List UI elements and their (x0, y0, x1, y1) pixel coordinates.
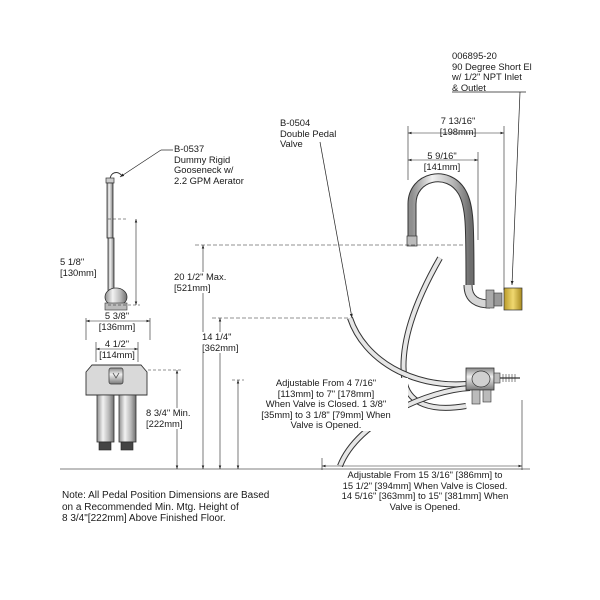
callout-pedal-valve: B-0504 Double Pedal Valve (280, 117, 337, 150)
dim-height-20-1-2: 20 1/2" Max. [521mm] (174, 271, 227, 294)
dim-height-5-1-8: 5 1/8" [130mm] (60, 256, 97, 278)
pedal-valve-front-view (85, 172, 148, 451)
dim-width-7-13-16: 7 13/16" [198mm] (439, 115, 477, 137)
mounting-note: Note: All Pedal Position Dimensions are … (62, 490, 270, 524)
callout-el-fitting: 006895-20 90 Degree Short El w/ 1/2" NPT… (452, 50, 532, 93)
dim-height-14-1-4: 14 1/4" [362mm] (202, 331, 239, 354)
dim-pedal-reach-adjust: Adjustable From 15 3/16" [386mm] to 15 1… (316, 469, 534, 513)
leader-lines (119, 91, 526, 319)
dimension-lines-right (321, 126, 523, 478)
dim-pedal-height-adjust: Adjustable From 4 7/16" [113mm] to 7" [1… (244, 377, 408, 431)
callout-gooseneck: B-0537 Dummy Rigid Gooseneck w/ 2.2 GPM … (174, 143, 244, 186)
dim-height-8-3-4: 8 3/4" Min. [222mm] (146, 407, 191, 430)
dim-width-4-1-2: 4 1/2" [114mm] (99, 338, 135, 360)
dim-width-5-9-16: 5 9/16" [141mm] (423, 150, 461, 172)
dim-width-5-3-8: 5 3/8" [136mm] (98, 310, 136, 332)
